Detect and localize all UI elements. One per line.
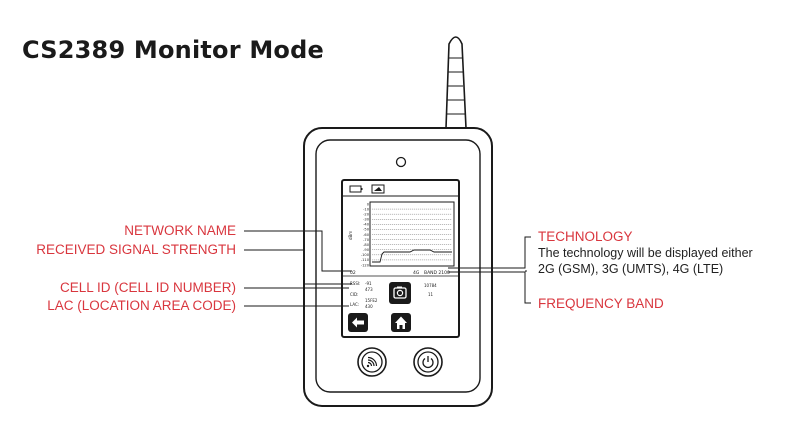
chart-gridlines (372, 208, 452, 261)
tick-label: -110 (361, 258, 370, 262)
tick-label: 0 (367, 202, 370, 206)
label-technology: TECHNOLOGY (538, 229, 633, 244)
right-value-1: 10784 (424, 283, 437, 288)
home-button[interactable] (391, 313, 411, 332)
cid-label: CID: (350, 292, 358, 297)
label-lac: LAC (LOCATION AREA CODE) (47, 298, 236, 313)
tick-label: -10 (363, 207, 370, 211)
tick-label: -30 (363, 218, 370, 222)
label-received-signal-strength: RECEIVED SIGNAL STRENGTH (36, 242, 236, 257)
tick-label: -100 (361, 253, 370, 257)
arrow-left-icon (352, 317, 364, 328)
signal-trace (372, 249, 452, 263)
power-button[interactable] (413, 347, 443, 377)
tick-label: -40 (363, 223, 370, 227)
leader-lines (244, 230, 531, 307)
tick-label: -20 (363, 212, 370, 216)
right-value-2: 11 (428, 292, 434, 297)
tick-label: -70 (363, 238, 370, 242)
label-cell-id: CELL ID (CELL ID NUMBER) (59, 280, 236, 295)
back-button[interactable] (348, 313, 368, 332)
signal-chart (369, 201, 455, 267)
camera-button[interactable] (389, 282, 411, 304)
tick-label: -80 (363, 243, 370, 247)
lac-value: 430 (365, 304, 373, 309)
label-frequency-band: FREQUENCY BAND (538, 296, 664, 311)
signal-waves-icon (366, 356, 378, 368)
rssi-label: RSSI: (350, 281, 360, 286)
wifi-button[interactable] (357, 347, 387, 377)
technology-description-line2: 2G (GSM), 3G (UMTS), 4G (LTE) (538, 262, 724, 276)
technology-description-line1: The technology will be displayed either (538, 246, 753, 260)
technology-value: 4G (413, 270, 420, 276)
chart-ticks: 0-10-20 -30-40-50-60-70-80-90-100-110-120 (361, 202, 370, 267)
battery-icon (349, 185, 362, 193)
band-value: BAND 2100 (424, 270, 450, 276)
tick-label: -60 (363, 233, 370, 237)
antenna (445, 36, 467, 129)
home-icon (395, 316, 407, 329)
axis-label: dBm (348, 231, 353, 240)
rssi-value: -91 (365, 281, 372, 286)
power-icon (422, 356, 434, 369)
extra-value: 15FE2 (365, 298, 378, 303)
page-title: CS2389 Monitor Mode (22, 36, 324, 64)
label-network-name: NETWORK NAME (124, 223, 236, 238)
network-value: 02 (350, 270, 356, 276)
tick-label: -90 (363, 248, 370, 252)
tick-label: -120 (361, 263, 370, 267)
cid-value: 473 (365, 287, 373, 292)
lac-label: LAC: (350, 302, 359, 307)
camera-icon (395, 156, 407, 168)
tick-label: -50 (363, 228, 370, 232)
